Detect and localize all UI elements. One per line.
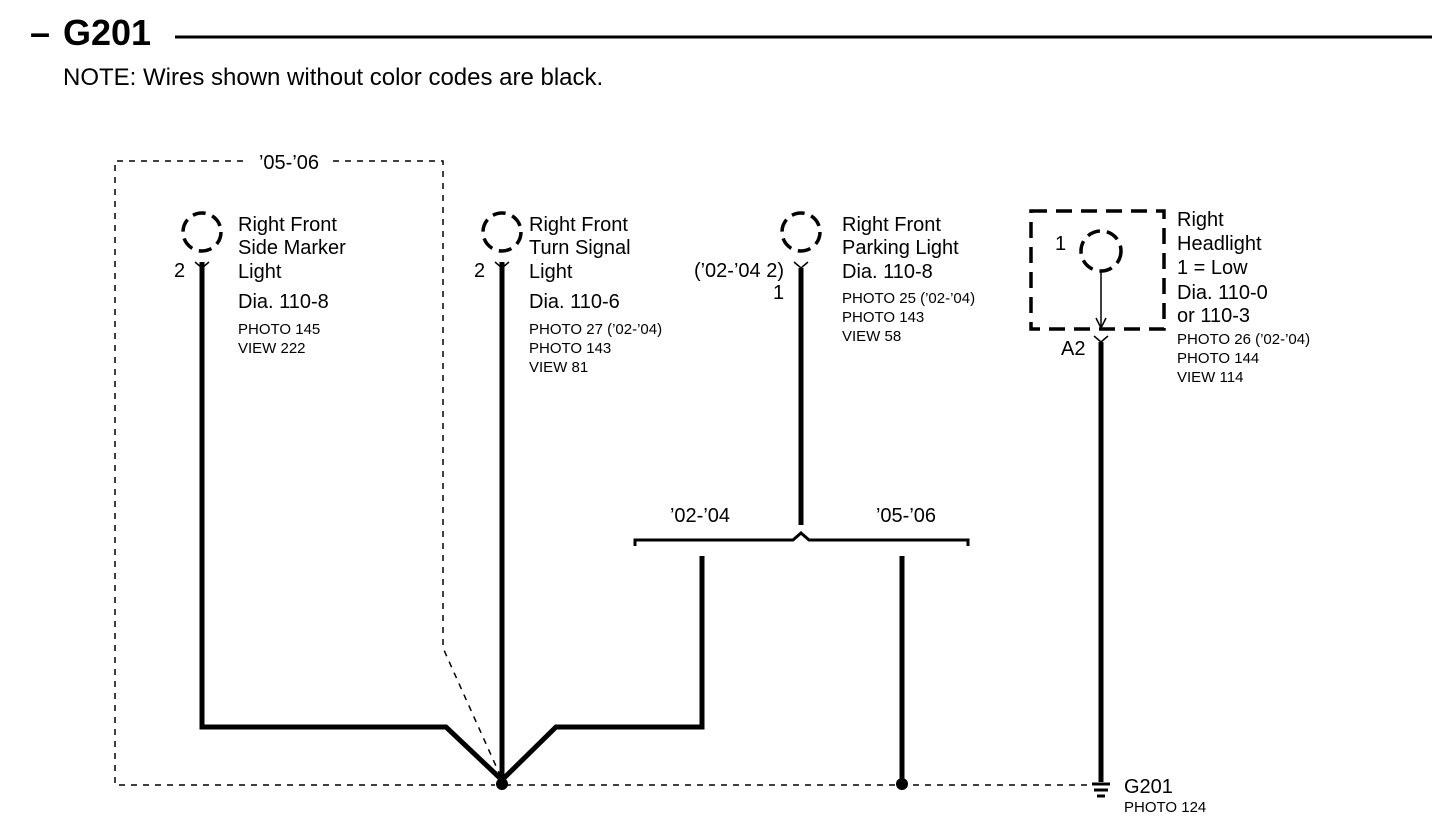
title-dash: – [30,12,50,53]
pin-connector-icon [793,261,809,269]
pin-connector-icon [1093,335,1109,343]
turn-signal-pin: 2 [474,260,485,282]
dashed-region-label: ’05-’06 [259,152,319,174]
headlight-pin: A2 [1061,338,1085,360]
splice-point [896,778,908,790]
headlight-diagram-2: or 110-3 [1177,305,1250,327]
arrow-icon [1095,317,1107,330]
parking-pin: 1 [773,282,784,304]
turn-signal-ref-1: PHOTO 27 (’02-’04) [529,321,662,338]
parking-ref-1: PHOTO 25 (’02-’04) [842,290,975,307]
side-marker-name-3: Light [238,261,282,283]
turn-signal-name-1: Right Front [529,214,628,236]
parking-ref-3: VIEW 58 [842,328,901,345]
branch-brace [633,531,970,546]
parking-name-2: Parking Light [842,237,959,259]
parking-light: (’02-’04 2) 1 Right Front Parking Light … [694,211,975,345]
dashed-region: ’05-’06 [114,152,501,786]
dashed-region-outline-left [114,160,495,786]
note-text: NOTE: Wires shown without color codes ar… [63,64,603,91]
branch-label-0506: ’05-’06 [876,505,936,527]
page-title: G201 [63,12,151,53]
headlight-name-1: Right [1177,209,1224,231]
side-marker-ref-2: VIEW 222 [238,340,306,357]
headlight-name-3: 1 = Low [1177,257,1248,279]
ground-icon [1092,782,1110,798]
headlight-inner-pin: 1 [1055,233,1066,255]
bulb-icon [181,211,223,253]
parking-pin-alt: (’02-’04 2) [694,260,784,282]
dashed-region-outline-right [333,160,501,776]
ground-ref: PHOTO 124 [1124,799,1206,816]
side-marker-diagram: Dia. 110-8 [238,291,329,313]
headlight-ref-2: PHOTO 144 [1177,350,1259,367]
side-marker-name-1: Right Front [238,214,337,236]
branch-label-0204: ’02-’04 [670,505,730,527]
turn-signal-light: 2 Right Front Turn Signal Light Dia. 110… [474,211,662,376]
bulb-icon [1079,229,1123,273]
parking-ref-2: PHOTO 143 [842,309,924,326]
parking-name-1: Right Front [842,214,941,236]
side-marker-name-2: Side Marker [238,237,346,259]
headlight-name-2: Headlight [1177,233,1262,255]
headlight-ref-1: PHOTO 26 (’02-’04) [1177,331,1310,348]
headlight-diagram-1: Dia. 110-0 [1177,282,1268,304]
turn-signal-ref-2: PHOTO 143 [529,340,611,357]
branch-0204-wire [500,556,705,782]
headlight-ref-3: VIEW 114 [1177,369,1243,386]
turn-signal-ref-3: VIEW 81 [529,359,588,376]
turn-signal-name-2: Turn Signal [529,237,631,259]
side-marker-light: 2 Right Front Side Marker Light Dia. 110… [174,211,346,357]
side-marker-wire [199,262,504,782]
bulb-icon [780,211,822,253]
ground-label: G201 [1124,776,1173,798]
side-marker-pin: 2 [174,260,185,282]
turn-signal-diagram: Dia. 110-6 [529,291,620,313]
headlight: 1 A2 Right Headlight 1 = Low Dia. 110-0 … [1029,209,1310,386]
parking-diagram: Dia. 110-8 [842,261,933,283]
turn-signal-name-3: Light [529,261,573,283]
splice-point [496,778,508,790]
side-marker-ref-1: PHOTO 145 [238,321,320,338]
headlight-housing [1029,209,1166,331]
bulb-icon [481,211,523,253]
